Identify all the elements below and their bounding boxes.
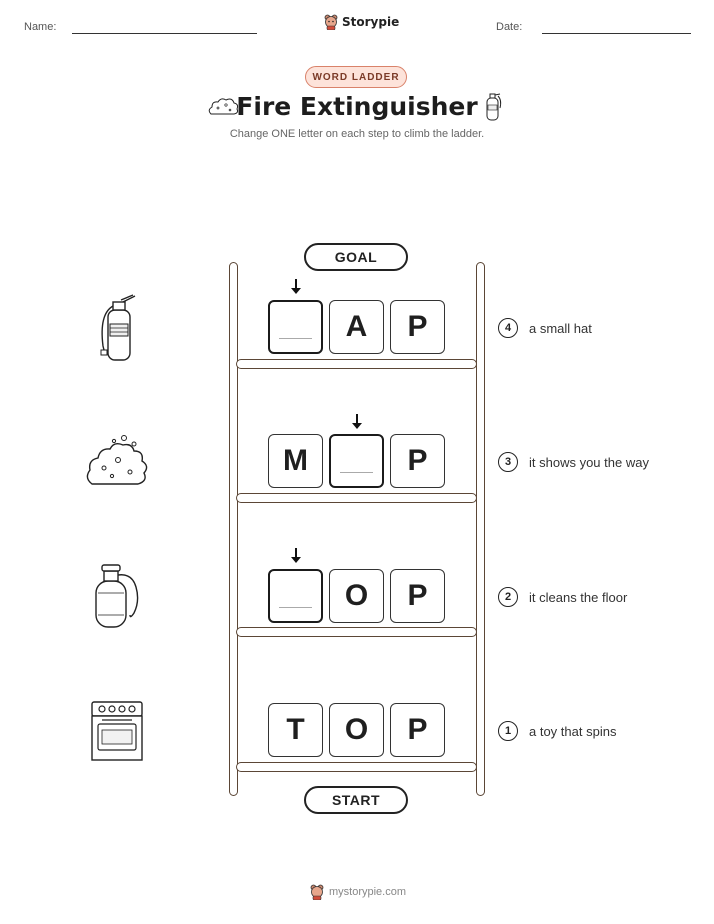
start-label: START xyxy=(304,786,408,814)
letter-tile: P xyxy=(390,569,445,623)
bear-icon xyxy=(324,14,338,30)
stove-icon xyxy=(91,701,143,761)
date-label: Date: xyxy=(496,21,523,33)
letter-tile: P xyxy=(390,434,445,488)
step-number: 1 xyxy=(498,721,518,741)
letter-input-blank[interactable] xyxy=(268,300,323,354)
letter-tile: P xyxy=(390,300,445,354)
arrow-down-icon xyxy=(291,279,301,294)
step-number: 4 xyxy=(498,318,518,338)
letter-tile: O xyxy=(329,703,384,757)
instructions: Change ONE letter on each step to climb … xyxy=(229,128,485,140)
brand-name: Storypie xyxy=(342,15,400,29)
step-clue: a small hat xyxy=(529,321,592,336)
arrow-down-icon xyxy=(352,414,362,429)
letter-tile: P xyxy=(390,703,445,757)
letter-tile: M xyxy=(268,434,323,488)
brand-logo: Storypie xyxy=(324,14,399,30)
letter-tile: O xyxy=(329,569,384,623)
goal-label: GOAL xyxy=(304,243,408,271)
ladder-rung xyxy=(236,762,477,772)
step-clue: it cleans the floor xyxy=(529,590,628,605)
ladder-rung xyxy=(236,359,477,369)
change-arrow xyxy=(351,414,363,435)
bear-icon xyxy=(310,884,324,900)
fire-extinguisher-icon xyxy=(100,294,136,361)
name-label: Name: xyxy=(24,21,57,33)
letter-input-blank[interactable] xyxy=(268,569,323,623)
step-clue: a toy that spins xyxy=(529,724,617,739)
ladder-rung xyxy=(236,627,477,637)
date-line[interactable] xyxy=(542,33,691,34)
letter-tile: T xyxy=(268,703,323,757)
foam-cloud-icon xyxy=(86,435,148,485)
ladder-left-rail xyxy=(229,262,238,796)
step-number: 2 xyxy=(498,587,518,607)
letter-tile: A xyxy=(329,300,384,354)
footer: mystorypie.com xyxy=(310,884,406,900)
foam-cloud-icon xyxy=(208,98,239,115)
gas-tank-icon xyxy=(95,564,139,628)
ladder-right-rail xyxy=(476,262,485,796)
footer-url[interactable]: mystorypie.com xyxy=(329,886,407,898)
change-arrow xyxy=(290,548,302,569)
fire-extinguisher-icon xyxy=(486,93,502,121)
step-number: 3 xyxy=(498,452,518,472)
name-line[interactable] xyxy=(72,33,257,34)
letter-input-blank[interactable] xyxy=(329,434,384,488)
page-title: Fire Extinguisher xyxy=(236,92,478,121)
arrow-down-icon xyxy=(291,548,301,563)
step-clue: it shows you the way xyxy=(529,455,649,470)
ladder-rung xyxy=(236,493,477,503)
word-ladder-badge: WORD LADDER xyxy=(305,66,407,88)
change-arrow xyxy=(290,279,302,300)
